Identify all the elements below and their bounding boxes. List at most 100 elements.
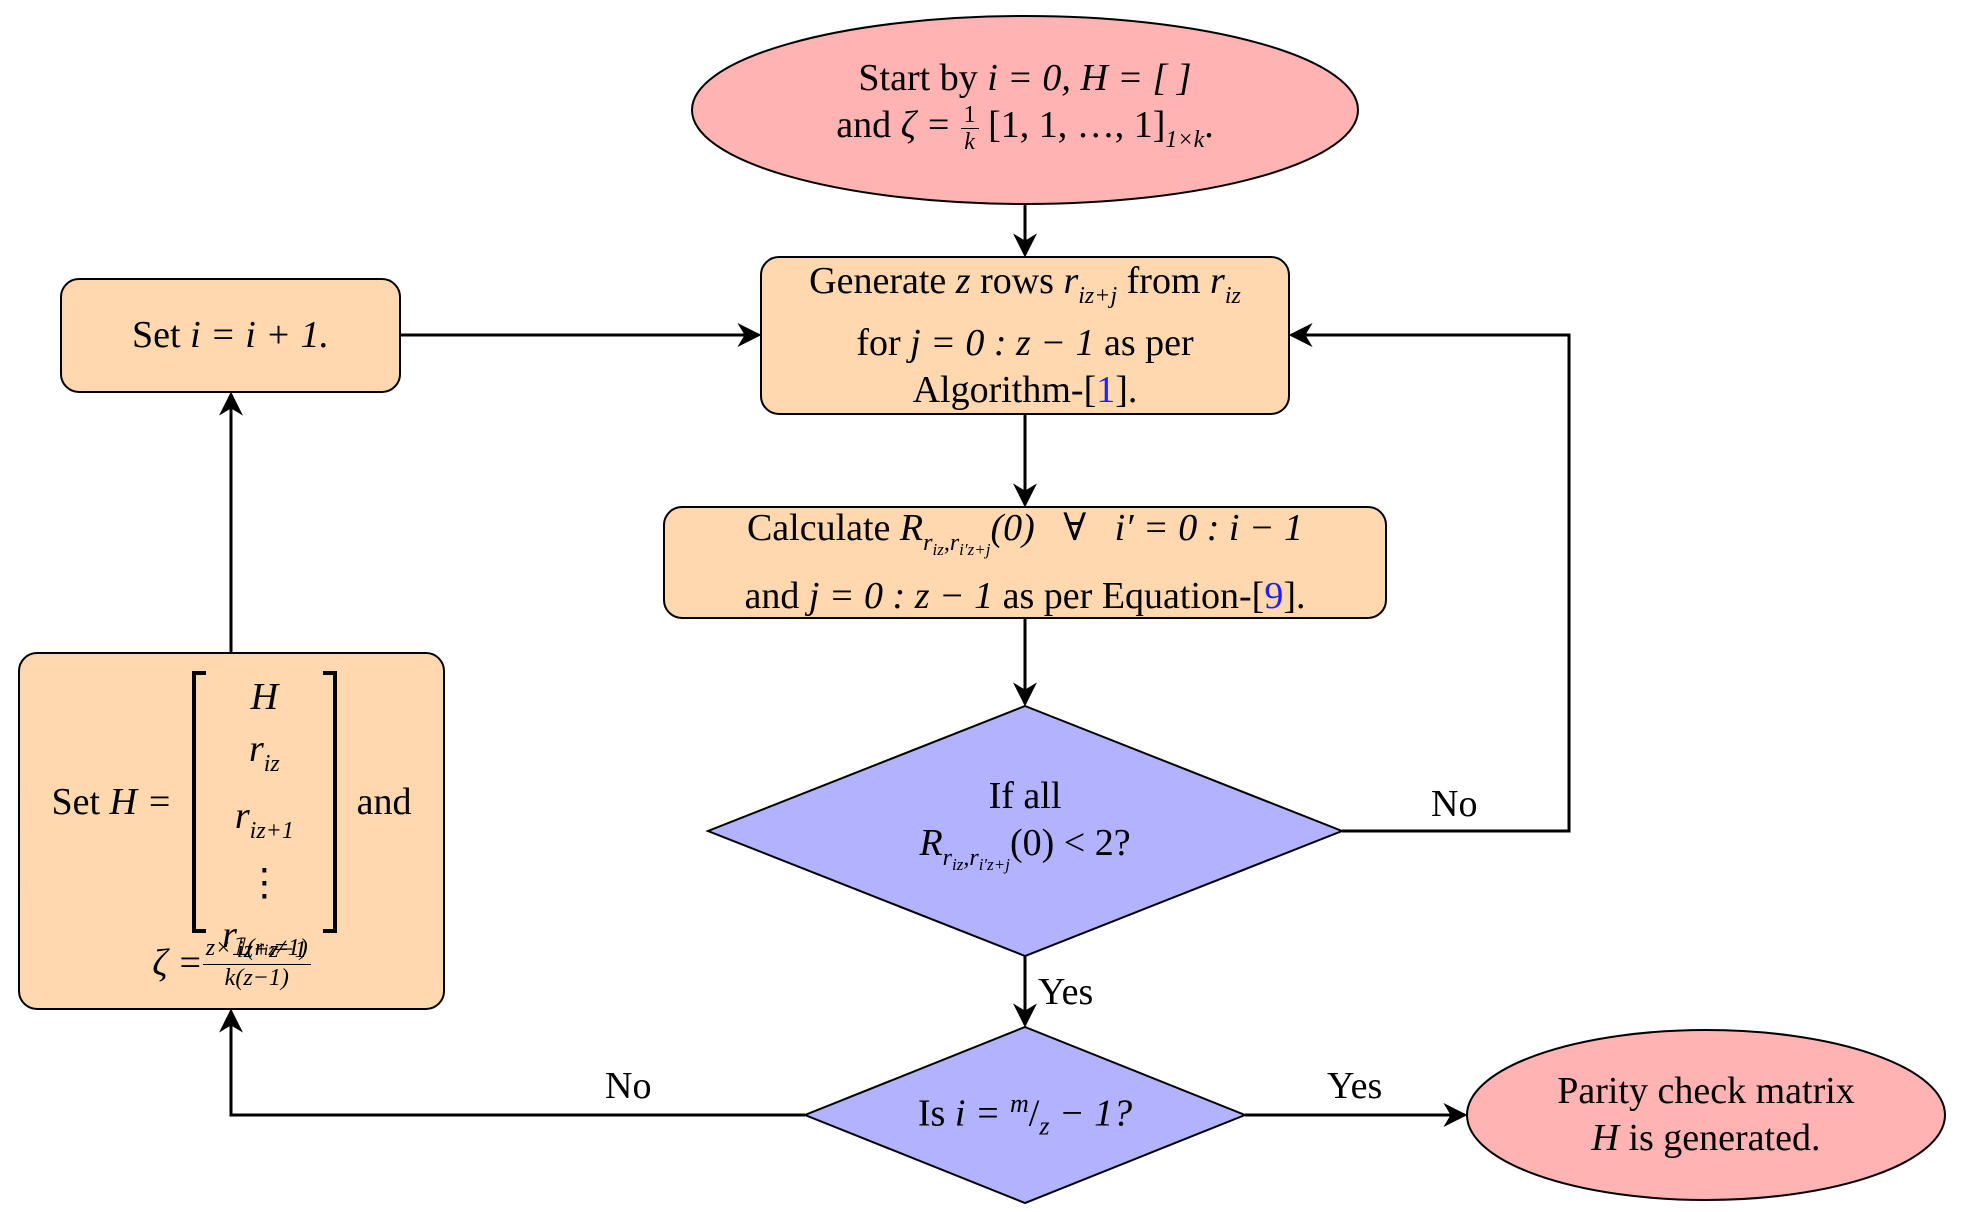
edge-last-no-to-update bbox=[219, 1008, 805, 1117]
m-var: m bbox=[1010, 1089, 1029, 1119]
equation-text: as per Equation-[ bbox=[1002, 575, 1265, 617]
calculate-text: Calculate bbox=[746, 507, 891, 549]
calculate-line-2: and j = 0 : z − 1 as per Equation-[9]. bbox=[744, 573, 1305, 620]
down-yes-label: Yes bbox=[1038, 971, 1094, 1013]
set-text: Set bbox=[51, 781, 101, 823]
sub-comma-r: ,r bbox=[943, 530, 960, 556]
r-var: r bbox=[1210, 259, 1225, 302]
slash: / bbox=[1028, 1093, 1040, 1136]
sub-iprime: i′z+j bbox=[959, 540, 991, 559]
zeta-update: ζ = z×𝟙(riz≠1)k(z−1) bbox=[19, 935, 444, 991]
update-h-node: Set H = H riz riz+1 ⋮ riz+z−1 and ζ = z×… bbox=[19, 653, 444, 1009]
minus-one: − 1? bbox=[1049, 1093, 1133, 1136]
threshold-condition: (0) < 2? bbox=[1009, 821, 1131, 864]
decision-all-condition: Rriz,ri′z+j(0) < 2? bbox=[919, 820, 1130, 888]
r-subscript: iz+1 bbox=[249, 818, 294, 844]
and-text: and bbox=[744, 575, 800, 617]
R-subscript: riz,ri′z+j bbox=[923, 530, 991, 559]
iz-subscript: iz bbox=[263, 942, 275, 959]
for-text: for bbox=[856, 321, 901, 364]
i-equals: i = bbox=[954, 1093, 1011, 1136]
decision-last-node: Is i = m/z − 1? bbox=[805, 1080, 1245, 1150]
generate-text: Generate bbox=[809, 259, 947, 302]
sub-comma-r: ,r bbox=[963, 844, 979, 871]
update-h-row: Set H = H riz riz+1 ⋮ riz+z−1 and bbox=[19, 671, 444, 963]
z-var: z bbox=[955, 259, 971, 302]
calculate-line-1: Calculate Rriz,ri′z+j(0) ∀ i′ = 0 : i − … bbox=[747, 505, 1303, 573]
zeta-fraction: z×𝟙(riz≠1)k(z−1) bbox=[202, 935, 311, 991]
not-equal-one: ≠1) bbox=[274, 935, 308, 961]
j-range: j = 0 : z − 1 bbox=[808, 575, 994, 617]
matrix-row-vdots: ⋮ bbox=[245, 862, 284, 904]
decision-last-condition: Is i = m/z − 1? bbox=[918, 1080, 1132, 1149]
H-var: H bbox=[1591, 1117, 1619, 1159]
set-text: Set bbox=[132, 314, 181, 356]
start-and-text: and bbox=[836, 104, 892, 147]
calculate-node: Calculate Rriz,ri′z+j(0) ∀ i′ = 0 : i − … bbox=[664, 507, 1386, 618]
end-node: Parity check matrix H is generated. bbox=[1467, 1040, 1945, 1190]
z-var: z bbox=[1039, 1111, 1050, 1141]
increment-expression: i = i + 1. bbox=[190, 314, 329, 356]
indicator-text: z×𝟙(r bbox=[205, 935, 264, 961]
end-line-1: Parity check matrix bbox=[1557, 1070, 1855, 1112]
R-subscript: riz,ri′z+j bbox=[942, 844, 1010, 874]
sub-r: r bbox=[942, 844, 952, 871]
r-var: r bbox=[222, 914, 237, 956]
fraction-numerator: 1 bbox=[960, 102, 979, 130]
vector-dimension: 1×k bbox=[1165, 127, 1205, 154]
ones-vector: [1, 1, …, 1] bbox=[988, 104, 1166, 147]
matrix-row-last: riz+z−1 bbox=[222, 909, 307, 976]
matrix-row-riz: riz bbox=[249, 723, 280, 790]
zeta-symbol: ζ = bbox=[900, 104, 961, 147]
H-equals: H = bbox=[109, 781, 173, 823]
increment-node: Set i = i + 1. bbox=[61, 279, 400, 392]
is-text: Is bbox=[917, 1093, 946, 1136]
algorithm-reference-link[interactable]: 1 bbox=[1096, 368, 1116, 411]
algorithm-text: Algorithm-[ bbox=[912, 368, 1097, 411]
r-var: r bbox=[248, 728, 264, 770]
r-subscript: iz bbox=[1224, 282, 1241, 309]
increment-line: Set i = i + 1. bbox=[132, 312, 329, 359]
as-per-text: as per bbox=[1103, 321, 1194, 364]
r-var: r bbox=[234, 795, 250, 837]
generate-line-1: Generate z rows riz+j from riz bbox=[809, 258, 1241, 320]
fraction-denominator: k bbox=[964, 129, 975, 156]
r-subscript: iz+z−1 bbox=[236, 937, 307, 963]
start-line-1: Start by i = 0, H = [ ] bbox=[858, 55, 1191, 102]
sub-iz: iz bbox=[952, 854, 964, 874]
r-subscript: iz bbox=[263, 751, 280, 777]
r-subscript: iz+j bbox=[1078, 282, 1118, 309]
forall-range: (0) ∀ i′ = 0 : i − 1 bbox=[990, 507, 1304, 549]
decision-all-node: If all Rriz,ri′z+j(0) < 2? bbox=[708, 760, 1342, 900]
generate-line-3: Algorithm-[1]. bbox=[913, 367, 1138, 414]
R-var: R bbox=[919, 821, 943, 864]
if-all-text: If all bbox=[988, 774, 1062, 817]
closing-bracket: ]. bbox=[1115, 368, 1138, 411]
generate-line-2: for j = 0 : z − 1 as per bbox=[856, 320, 1193, 367]
from-text: from bbox=[1126, 259, 1201, 302]
rows-text: rows bbox=[980, 259, 1054, 302]
equation-reference-link[interactable]: 9 bbox=[1264, 575, 1284, 617]
matrix-row-H: H bbox=[250, 676, 279, 718]
right-yes-label: Yes bbox=[1327, 1065, 1383, 1107]
zeta-numerator: z×𝟙(riz≠1) bbox=[202, 935, 311, 965]
period: . bbox=[1204, 104, 1214, 147]
closing-bracket: ]. bbox=[1283, 575, 1306, 617]
left-no-label: No bbox=[605, 1065, 652, 1107]
loop-no-label: No bbox=[1431, 783, 1478, 825]
zeta-denominator: k(z−1) bbox=[224, 965, 289, 991]
sub-iprime: i′z+j bbox=[978, 854, 1010, 874]
generate-node: Generate z rows riz+j from riz for j = 0… bbox=[761, 257, 1289, 414]
edge-decision-no-loop bbox=[1288, 323, 1571, 833]
matrix-row-riz1: riz+1 bbox=[235, 790, 294, 857]
start-text: Start by bbox=[858, 57, 978, 100]
and-text: and bbox=[356, 781, 412, 823]
end-line-2: H is generated. bbox=[1592, 1115, 1821, 1162]
h-matrix: H riz riz+1 ⋮ riz+z−1 bbox=[192, 671, 337, 963]
start-math-init: i = 0, H = [ ] bbox=[987, 57, 1192, 100]
decision-last-diamond bbox=[802, 1025, 1248, 1205]
zeta-equals: ζ = bbox=[152, 942, 203, 984]
